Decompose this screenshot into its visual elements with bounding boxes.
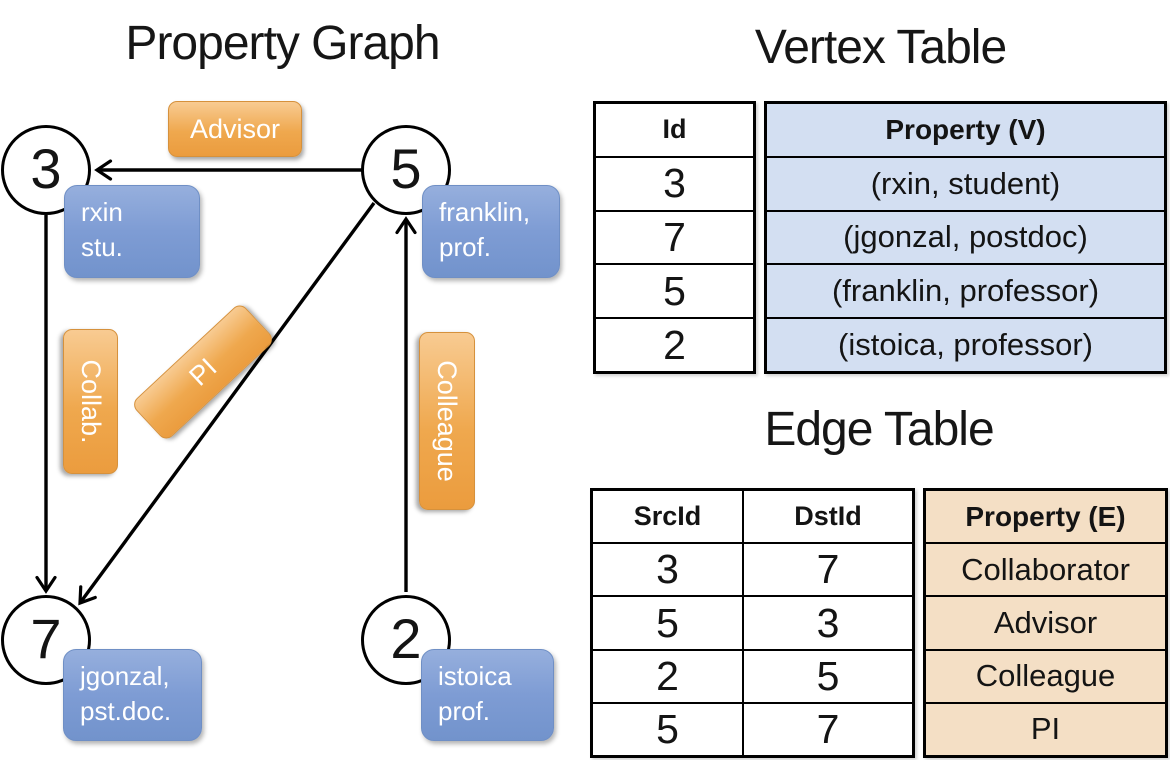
edge-label-text: Collab. <box>76 359 106 444</box>
edge-label-collab: Collab. <box>63 329 118 474</box>
vertex-label-line1: franklin, <box>439 197 531 227</box>
edge-table-property-cell: Collaborator <box>926 544 1165 596</box>
vertex-label-franklin: franklin, prof. <box>422 185 560 278</box>
edge-table-property-cell: Advisor <box>926 597 1165 649</box>
edge-table-dst-cell: 7 <box>816 705 840 752</box>
vertex-id: 2 <box>390 606 422 670</box>
edge-table-src-cell: 5 <box>593 703 744 756</box>
edge-table-dst-cell: 5 <box>816 652 840 699</box>
vertex-id: 7 <box>30 606 62 670</box>
vertex-label-line1: rxin <box>81 197 123 227</box>
edge-table-property-cell: PI <box>926 703 1165 756</box>
edge-table-dst-cell: 3 <box>816 599 840 646</box>
vertex-table-property-cell: (franklin, professor) <box>767 265 1164 318</box>
vertex-table-header-property: Property (V) <box>767 104 1164 156</box>
vertex-table-id-cell: 5 <box>663 267 686 314</box>
vertex-label-line2: pst.doc. <box>80 695 172 726</box>
vertex-id: 5 <box>390 136 422 200</box>
vertex-label-jgonzal: jgonzal, pst.doc. <box>63 649 202 741</box>
edge-table-src-cell: 3 <box>593 544 744 596</box>
edge-table-dst-cell: 7 <box>816 546 840 593</box>
edge-label-text: Advisor <box>189 113 281 144</box>
vertex-id: 3 <box>30 136 62 200</box>
edge-label-colleague: Colleague <box>419 332 475 510</box>
edge-table-id-columns: SrcId DstId 3 7 5 3 2 5 5 7 <box>590 488 915 758</box>
vertex-table-id-cell: 7 <box>663 213 686 260</box>
vertex-label-line2: stu. <box>81 231 123 262</box>
edge-label-text: PI <box>183 351 223 392</box>
edge-label-text: Colleague <box>432 360 463 482</box>
edge-table-property-cell: Colleague <box>926 650 1165 702</box>
edge-label-advisor: Advisor <box>168 101 302 157</box>
edge-table-header-srcid: SrcId <box>593 491 744 543</box>
edge-table-title: Edge Table <box>764 403 994 456</box>
vertex-table-title: Vertex Table <box>754 21 1007 74</box>
vertex-table-id-cell: 2 <box>663 321 686 368</box>
edge-5-to-7-pi <box>78 201 376 606</box>
vertex-table-property-cell: (rxin, student) <box>767 157 1164 210</box>
edge-table-src-cell: 5 <box>593 597 744 649</box>
vertex-label-line2: prof. <box>438 695 491 726</box>
vertex-table-property-cell: (istoica, professor) <box>767 319 1164 371</box>
vertex-label-istoica: istoica prof. <box>421 649 554 741</box>
edge-table-src-cell: 2 <box>593 650 744 702</box>
vertex-circle-5: 5 <box>361 125 451 215</box>
vertex-table-header-id: Id <box>662 114 687 145</box>
vertex-table-property-cell: (jgonzal, postdoc) <box>767 211 1164 264</box>
vertex-label-line1: istoica <box>438 661 512 691</box>
vertex-table-id-column: Id 3 7 5 2 <box>593 101 756 374</box>
vertex-table-property-column: Property (V) (rxin, student) (jgonzal, p… <box>764 101 1167 374</box>
edge-table-header-property: Property (E) <box>926 491 1165 543</box>
vertex-label-line1: jgonzal, <box>80 661 170 691</box>
vertex-circle-2: 2 <box>361 595 451 685</box>
vertex-table-id-cell: 3 <box>663 160 686 207</box>
vertex-label-line2: prof. <box>439 231 492 262</box>
edge-table-property-column: Property (E) Collaborator Advisor Collea… <box>923 488 1168 758</box>
edge-table-header-dstid: DstId <box>794 501 862 532</box>
vertex-label-rxin: rxin stu. <box>64 185 200 278</box>
property-graph-title: Property Graph <box>125 17 440 70</box>
